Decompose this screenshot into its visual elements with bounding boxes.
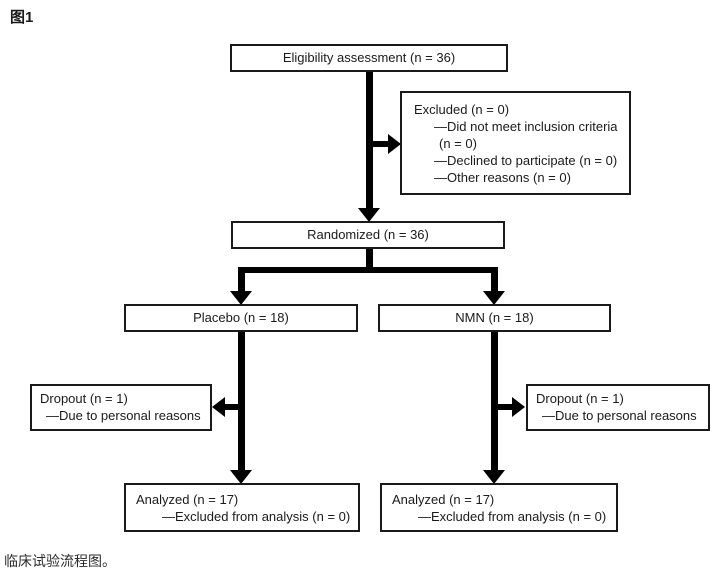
eligibility-assessment-label: Eligibility assessment (n = 36) — [282, 49, 456, 65]
connector-placebo-to-analyzed — [238, 331, 245, 471]
analyzed-left-detail: —Excluded from analysis (n = 0) — [162, 508, 351, 524]
arrowhead-into-excluded — [388, 134, 401, 154]
eligibility-assessment-box: Eligibility assessment (n = 36) — [230, 44, 508, 72]
analyzed-right-box: Analyzed (n = 17) —Excluded from analysi… — [380, 483, 618, 532]
arrowhead-into-analyzed-right — [483, 470, 505, 484]
arrowhead-into-analyzed-left — [230, 470, 252, 484]
figure-caption: 临床试验流程图。 — [4, 553, 116, 569]
excluded-title: Excluded (n = 0) — [414, 102, 510, 117]
arrowhead-into-nmn — [483, 291, 505, 305]
analyzed-right-title: Analyzed (n = 17) — [392, 492, 495, 507]
connector-branch-to-dropout-left — [224, 404, 245, 410]
arrowhead-into-dropout-left — [212, 397, 225, 417]
nmn-arm-box: NMN (n = 18) — [378, 304, 611, 332]
randomized-box: Randomized (n = 36) — [231, 221, 505, 249]
figure-label: 图1 — [10, 9, 34, 26]
arrowhead-into-placebo — [230, 291, 252, 305]
excluded-item: —Other reasons (n = 0) — [434, 170, 571, 185]
dropout-left-box: Dropout (n = 1) —Due to personal reasons — [30, 384, 212, 431]
randomized-label: Randomized (n = 36) — [307, 226, 429, 242]
excluded-item: —Declined to participate (n = 0) — [434, 153, 618, 168]
connector-eligibility-to-randomized — [366, 71, 373, 209]
connector-randomized-split — [238, 267, 498, 273]
arrowhead-into-dropout-right — [512, 397, 525, 417]
analyzed-left-title: Analyzed (n = 17) — [136, 492, 239, 507]
analyzed-right-detail: —Excluded from analysis (n = 0) — [418, 508, 607, 524]
dropout-right-reason: —Due to personal reasons — [542, 407, 697, 423]
connector-split-to-nmn — [491, 267, 498, 292]
excluded-item: —Did not meet inclusion criteria — [434, 119, 618, 134]
connector-branch-to-dropout-right — [491, 404, 513, 410]
dropout-left-reason: —Due to personal reasons — [46, 407, 201, 423]
placebo-arm-box: Placebo (n = 18) — [124, 304, 358, 332]
excluded-item-continuation: (n = 0) — [439, 136, 477, 151]
connector-split-to-placebo — [238, 267, 245, 292]
dropout-right-box: Dropout (n = 1) —Due to personal reasons — [526, 384, 710, 431]
arrowhead-into-randomized — [358, 208, 380, 222]
excluded-box: Excluded (n = 0) —Did not meet inclusion… — [400, 91, 631, 195]
dropout-right-title: Dropout (n = 1) — [536, 391, 624, 406]
connector-randomized-stub — [366, 248, 373, 273]
connector-nmn-to-analyzed — [491, 331, 498, 471]
dropout-left-title: Dropout (n = 1) — [40, 391, 128, 406]
nmn-arm-label: NMN (n = 18) — [455, 309, 534, 325]
connector-branch-to-excluded — [369, 141, 389, 147]
analyzed-left-box: Analyzed (n = 17) —Excluded from analysi… — [124, 483, 360, 532]
placebo-arm-label: Placebo (n = 18) — [193, 309, 289, 325]
